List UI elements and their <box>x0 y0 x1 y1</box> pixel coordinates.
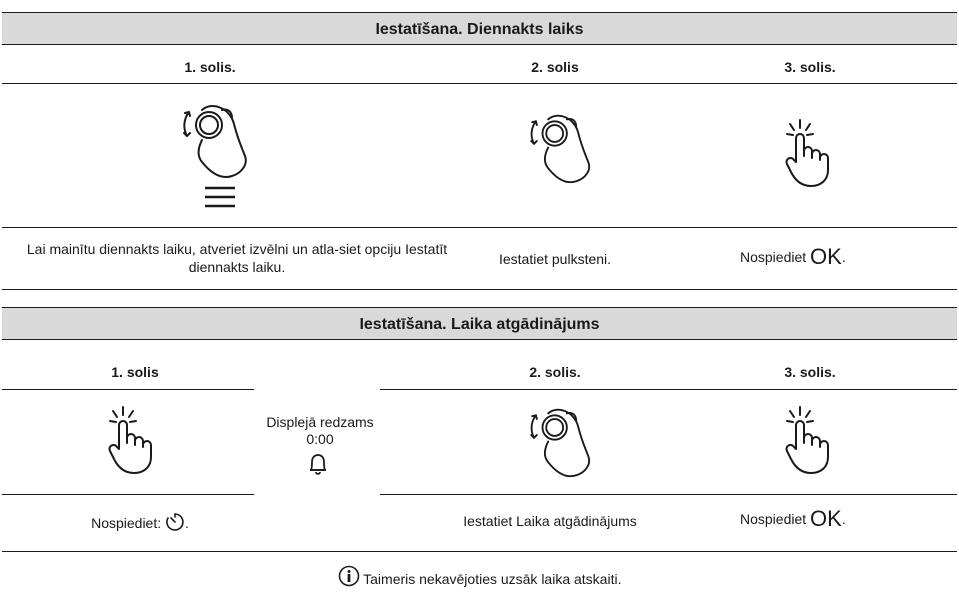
timer-icon <box>166 513 184 531</box>
ok-key: OK <box>810 244 842 269</box>
rotate-knob-hand-icon <box>530 114 591 184</box>
step-2-description: Iestatiet Laika atgādinājums <box>463 513 637 529</box>
section-title-time-of-day: Iestatīšana. Diennakts laiks <box>2 12 957 45</box>
step-3-label: 3. solis. <box>784 59 836 75</box>
divider <box>380 494 957 495</box>
rotate-knob-hand-icon <box>530 408 591 478</box>
step-1-description: Nospiediet: . <box>40 512 240 532</box>
divider <box>2 227 957 228</box>
footer-note: Taimeris nekavējoties uzsāk laika atskai… <box>0 565 959 588</box>
bell-icon <box>310 454 326 475</box>
step-1-description: Lai mainītu diennakts laiku, atveriet iz… <box>26 241 448 275</box>
ok-key: OK <box>810 506 842 531</box>
divider <box>380 389 957 390</box>
info-icon <box>338 565 359 587</box>
display-note: Displejā redzams 0:00 <box>266 414 374 447</box>
section-title-timer: Iestatīšana. Laika atgādinājums <box>2 307 957 340</box>
divider <box>2 83 957 84</box>
step-2-label: 2. solis <box>531 59 579 75</box>
step-3-description: Nospiediet OK. <box>740 244 846 269</box>
divider <box>2 389 254 390</box>
step-2-label: 2. solis. <box>529 364 581 380</box>
rotate-knob-hand-icon <box>183 105 247 178</box>
step-3-description: Nospiediet OK. <box>740 506 846 531</box>
step-2-description: Iestatiet pulksteni. <box>498 251 612 267</box>
press-hand-icon <box>785 406 829 474</box>
step-1-label: 1. solis. <box>184 59 236 75</box>
divider <box>2 494 254 495</box>
step-3-label: 3. solis. <box>784 364 836 380</box>
divider <box>2 551 957 552</box>
press-hand-icon <box>785 119 829 187</box>
press-hand-icon <box>108 406 152 474</box>
step-1-label: 1. solis <box>111 364 159 380</box>
menu-icon <box>205 186 235 208</box>
divider <box>2 289 957 290</box>
